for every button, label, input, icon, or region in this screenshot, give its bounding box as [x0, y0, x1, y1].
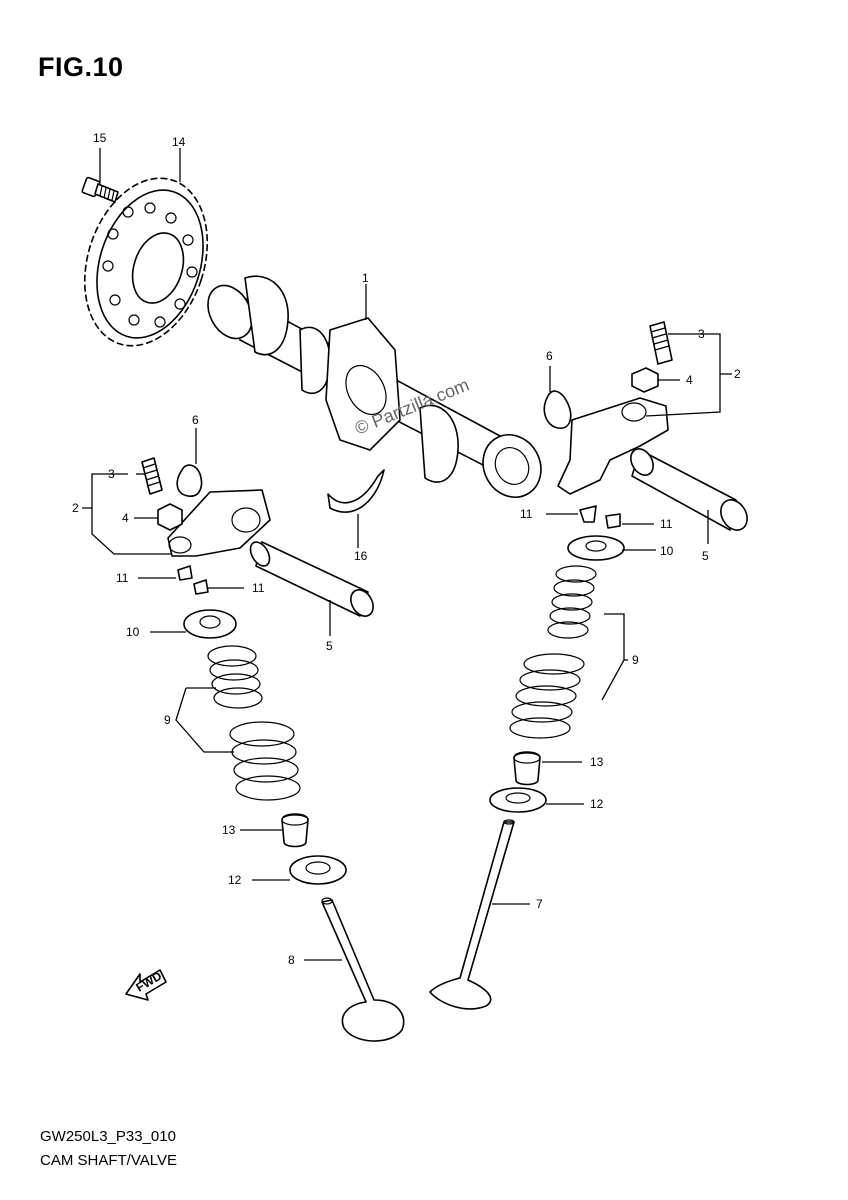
valve-cotter-left-2[interactable] [193, 579, 209, 595]
callout-1: 1 [362, 271, 369, 285]
valve-cotter-right-1[interactable] [579, 505, 597, 523]
callout-14: 14 [172, 135, 186, 149]
lock-nut-left[interactable] [157, 503, 183, 531]
figure-title: FIG.10 [38, 52, 124, 82]
callout-4-left: 4 [122, 511, 129, 525]
leader-lines [82, 148, 732, 961]
valve-spring-left[interactable] [207, 645, 301, 801]
lock-nut-right[interactable] [631, 367, 659, 393]
callout-13-right: 13 [590, 755, 604, 769]
callout-2-right: 2 [734, 367, 741, 381]
cam-sprocket[interactable] [64, 162, 227, 361]
callout-4-right: 4 [686, 373, 693, 387]
intake-valve[interactable] [321, 897, 405, 1042]
cam-holder-ring[interactable] [327, 469, 385, 513]
valve-cotter-right-2[interactable] [605, 513, 621, 529]
adjust-screw-left[interactable] [141, 457, 163, 495]
callout-11-left-1: 11 [116, 571, 129, 585]
valve-spring-right[interactable] [509, 565, 597, 739]
rocker-arm-right[interactable] [557, 397, 669, 495]
rocker-shaft-left[interactable] [247, 539, 378, 620]
callout-15: 15 [93, 131, 107, 145]
sprocket-bolt[interactable] [81, 176, 119, 203]
callout-3-left: 3 [108, 467, 115, 481]
callout-10-right: 10 [660, 544, 674, 558]
figure-code: GW250L3_P33_010 [40, 1128, 176, 1145]
callout-5-left: 5 [326, 639, 333, 653]
rocker-arm-left[interactable] [167, 489, 271, 557]
spring-retainer-right[interactable] [567, 535, 625, 561]
callout-11-right-2: 11 [660, 517, 673, 531]
figure-name: CAM SHAFT/VALVE [40, 1152, 177, 1169]
callout-3-right: 3 [698, 327, 705, 341]
callout-11-left-2: 11 [252, 581, 265, 595]
callout-10-left: 10 [126, 625, 140, 639]
callout-12-left: 12 [228, 873, 242, 887]
gasket-right[interactable] [543, 390, 572, 429]
fwd-arrow-icon [125, 969, 167, 1001]
spring-retainer-left[interactable] [183, 609, 237, 639]
callout-6-left: 6 [192, 413, 199, 427]
callout-6-right: 6 [546, 349, 553, 363]
camshaft[interactable] [199, 275, 552, 507]
spring-seat-left[interactable] [289, 855, 347, 885]
callout-13-left: 13 [222, 823, 236, 837]
callout-5-right: 5 [702, 549, 709, 563]
stem-seal-left[interactable] [281, 813, 309, 848]
spring-seat-right[interactable] [489, 787, 547, 813]
gasket-left[interactable] [176, 464, 203, 497]
callout-9-left: 9 [164, 713, 171, 727]
callout-11-right-1: 11 [520, 507, 533, 521]
callout-16: 16 [354, 549, 368, 563]
callout-8: 8 [288, 953, 295, 967]
callout-9-right: 9 [632, 653, 639, 667]
adjust-screw-right[interactable] [649, 321, 673, 365]
exhaust-valve[interactable] [429, 819, 515, 1010]
callout-7: 7 [536, 897, 543, 911]
valve-cotter-left-1[interactable] [177, 565, 193, 581]
callout-2-left: 2 [72, 501, 79, 515]
stem-seal-right[interactable] [513, 751, 541, 786]
rocker-shaft-right[interactable] [626, 445, 752, 535]
callout-12-right: 12 [590, 797, 604, 811]
